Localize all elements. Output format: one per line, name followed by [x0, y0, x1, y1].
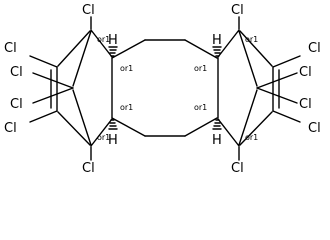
stereo-label: or1: [120, 103, 133, 112]
chlorine-atom: Cl: [10, 65, 23, 80]
bond: [256, 72, 298, 89]
hashed-bond: [108, 119, 118, 130]
bond: [217, 118, 240, 147]
stereo-label: or1: [194, 64, 207, 73]
molecule-structure: Cl Cl Cl Cl Cl Cl Cl Cl Cl Cl Cl Cl H H …: [4, 3, 321, 176]
chlorine-atom: Cl: [10, 97, 23, 112]
bond: [184, 117, 218, 137]
bond: [184, 39, 218, 59]
bond: [57, 30, 91, 67]
hydrogen-atom: H: [108, 133, 118, 148]
chlorine-atom: Cl: [82, 3, 95, 18]
bond: [57, 111, 91, 146]
bond: [256, 87, 298, 104]
bond: [111, 117, 146, 137]
bond: [29, 110, 58, 123]
hashed-bond: [212, 119, 222, 130]
chlorine-atom: Cl: [82, 161, 95, 176]
chlorine-atom: Cl: [308, 41, 321, 56]
chlorine-atom: Cl: [4, 121, 17, 136]
hashed-bond: [212, 46, 222, 57]
chlorine-atom: Cl: [231, 3, 244, 18]
chlorine-atom: Cl: [308, 121, 321, 136]
stereo-label: or1: [245, 35, 258, 44]
bond: [90, 118, 113, 147]
stereo-label: or1: [97, 133, 110, 142]
chlorine-atom: Cl: [299, 65, 312, 80]
bond: [272, 55, 301, 68]
bond: [239, 111, 273, 146]
stereo-label: or1: [194, 103, 207, 112]
bond: [90, 29, 113, 58]
chlorine-atom: Cl: [299, 97, 312, 112]
bond: [32, 87, 74, 104]
bond: [29, 55, 58, 68]
bond: [72, 89, 92, 146]
bond: [72, 30, 92, 87]
stereo-label: or1: [245, 133, 258, 142]
bond: [239, 30, 273, 67]
hydrogen-atom: H: [212, 133, 222, 148]
chlorine-atom: Cl: [4, 41, 17, 56]
bond: [238, 30, 258, 87]
stereo-label: or1: [97, 35, 110, 44]
stereo-label: or1: [120, 64, 133, 73]
bond: [32, 72, 74, 89]
hydrogen-atom: H: [108, 33, 118, 48]
hydrogen-atom: H: [212, 33, 222, 48]
chlorine-atom: Cl: [231, 161, 244, 176]
bond: [272, 110, 301, 123]
bond: [217, 29, 240, 58]
hashed-bond: [108, 46, 118, 57]
bond: [111, 39, 146, 59]
bond: [238, 89, 258, 146]
